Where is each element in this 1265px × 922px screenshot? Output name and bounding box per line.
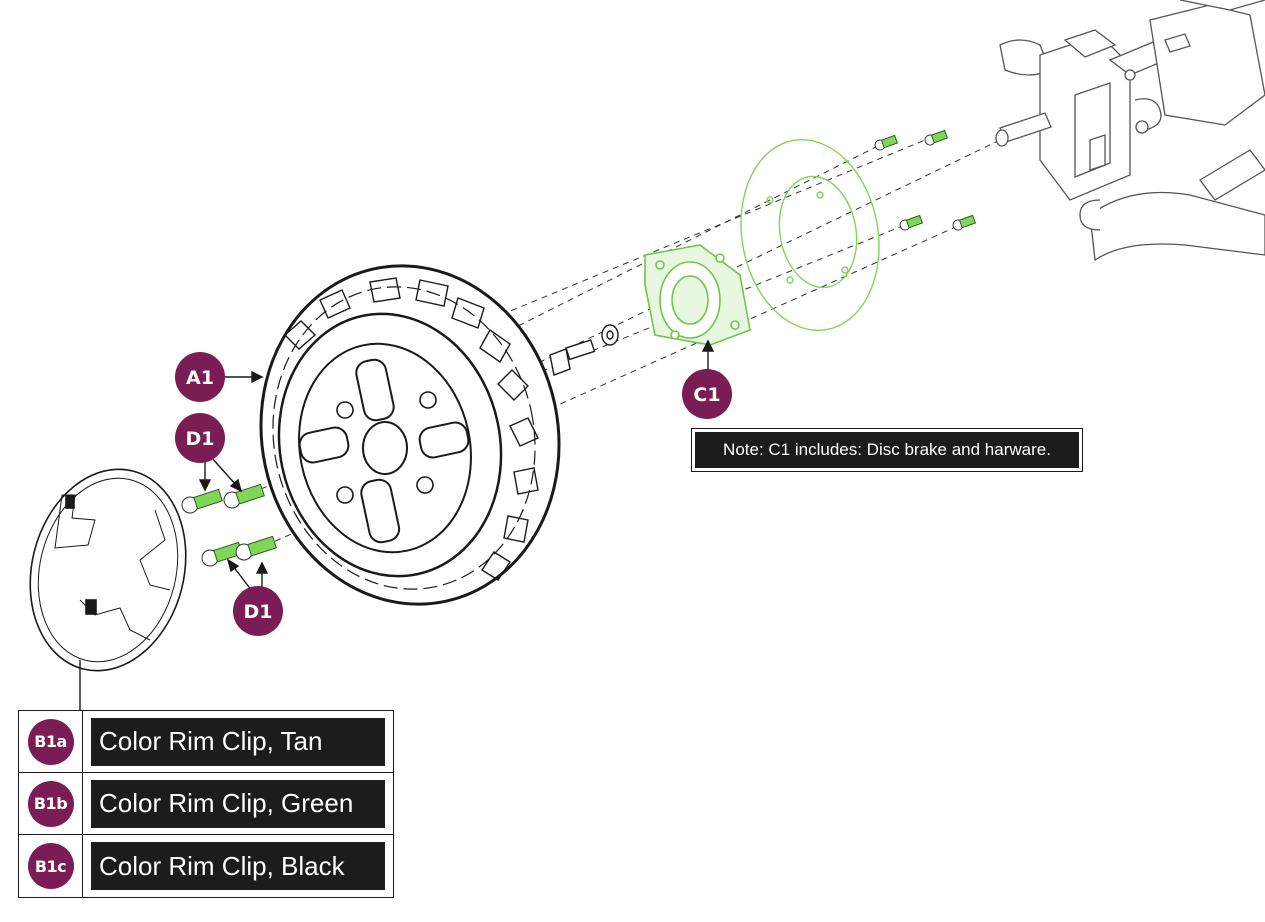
wheel-bolts <box>181 483 277 567</box>
wheel-tire <box>259 264 561 606</box>
part-code-badge: B1a <box>27 718 74 765</box>
part-label: Color Rim Clip, Black <box>91 842 385 890</box>
note-box: Note: C1 includes: Disc brake and harwar… <box>691 428 1083 472</box>
svg-text:C1: C1 <box>693 384 720 406</box>
callout-d1-bottom: D1 <box>233 586 283 636</box>
disc-screws <box>874 129 976 231</box>
callout-a1: A1 <box>175 352 225 402</box>
legend-code-cell: B1c <box>19 835 83 897</box>
brake-disc <box>740 139 880 331</box>
legend-row: B1a Color Rim Clip, Tan <box>19 711 393 773</box>
legend-code-cell: B1a <box>19 711 83 772</box>
callout-c1: C1 <box>682 369 732 419</box>
axle-bolt-washer <box>549 324 619 376</box>
legend-code-cell: B1b <box>19 773 83 834</box>
rim-clip-cap <box>29 468 187 672</box>
svg-text:D1: D1 <box>186 428 215 450</box>
wheel-hub-c1 <box>644 244 751 346</box>
legend-row: B1b Color Rim Clip, Green <box>19 773 393 835</box>
legend-row: B1c Color Rim Clip, Black <box>19 835 393 897</box>
svg-text:D1: D1 <box>244 601 273 623</box>
part-code-badge: B1b <box>27 780 74 827</box>
part-code-badge: B1c <box>27 843 74 889</box>
parts-legend: B1a Color Rim Clip, Tan B1b Color Rim Cl… <box>18 710 394 898</box>
chassis-assembly <box>995 0 1265 262</box>
part-label: Color Rim Clip, Tan <box>91 717 385 766</box>
svg-text:A1: A1 <box>186 367 214 389</box>
callout-d1-top: D1 <box>175 413 225 463</box>
note-text: Note: C1 includes: Disc brake and harwar… <box>695 432 1079 468</box>
leader-lines <box>79 339 715 710</box>
part-label: Color Rim Clip, Green <box>91 779 385 828</box>
